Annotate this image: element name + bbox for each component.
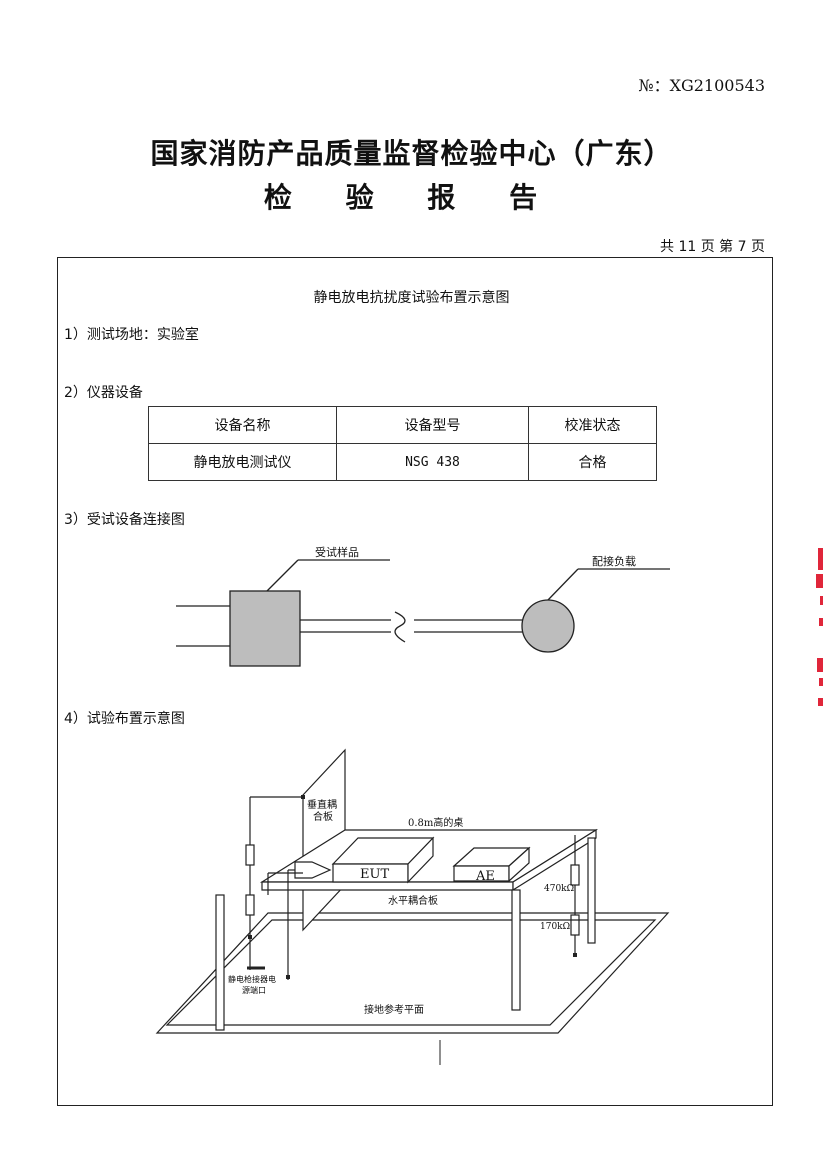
equipment-table: 设备名称 设备型号 校准状态 静电放电测试仪 NSG 438 合格 bbox=[148, 406, 657, 481]
report-number: №：XG2100543 bbox=[638, 76, 765, 95]
item-setup-diagram: 4）试验布置示意图 bbox=[64, 711, 185, 727]
table-cell: NSG 438 bbox=[336, 443, 529, 481]
document-title: 检 验 报 告 bbox=[263, 181, 560, 214]
table-header-row: 设备名称 设备型号 校准状态 bbox=[148, 406, 657, 444]
page-info: 共 11 页 第 7 页 bbox=[660, 239, 765, 255]
organization-title: 国家消防产品质量监督检验中心（广东） bbox=[150, 137, 673, 170]
table-cell: 静电放电测试仪 bbox=[148, 443, 337, 481]
table-cell: 合格 bbox=[528, 443, 657, 481]
table-header-cell: 设备型号 bbox=[336, 406, 529, 444]
content-frame bbox=[57, 257, 773, 1106]
item-connection-diagram: 3）受试设备连接图 bbox=[64, 512, 185, 528]
table-header-cell: 校准状态 bbox=[528, 406, 657, 444]
partial-seal-stamp bbox=[816, 548, 823, 706]
section-title: 静电放电抗扰度试验布置示意图 bbox=[313, 290, 510, 306]
table-row: 静电放电测试仪 NSG 438 合格 bbox=[148, 443, 657, 481]
item-equipment: 2）仪器设备 bbox=[64, 385, 143, 401]
table-header-cell: 设备名称 bbox=[148, 406, 337, 444]
item-test-site: 1）测试场地：实验室 bbox=[64, 327, 199, 343]
